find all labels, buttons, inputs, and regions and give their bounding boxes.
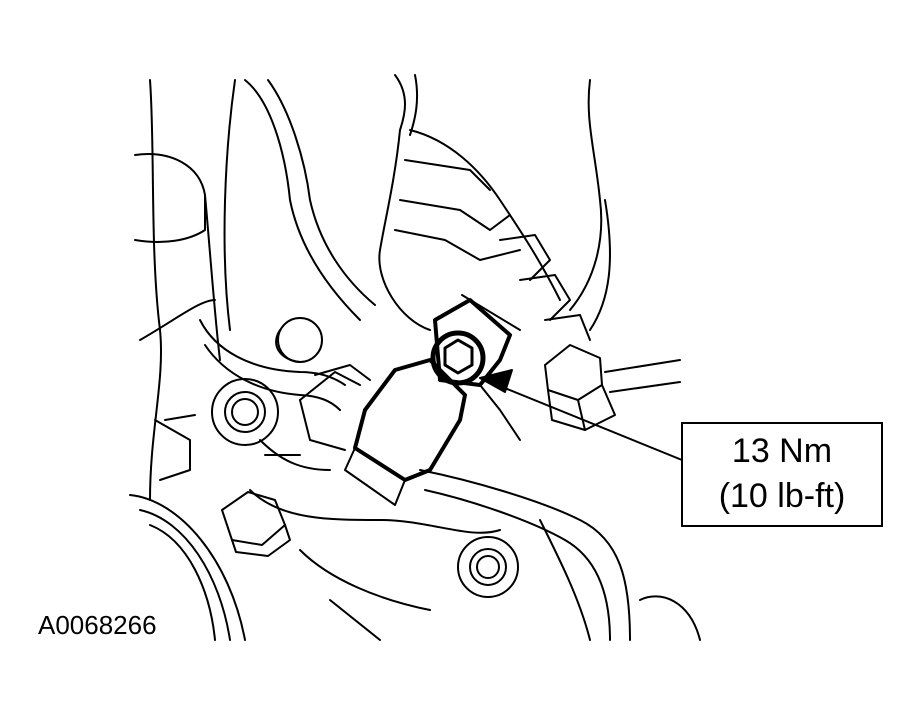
right-rod	[604, 359, 681, 393]
torque-callout: 13 Nm (10 lb-ft)	[681, 422, 883, 527]
timing-cover	[378, 74, 611, 341]
lower-hex-bolt	[221, 491, 291, 557]
coolant-tube	[199, 79, 376, 411]
lower-casting	[249, 439, 701, 641]
figure-id: A0068266	[38, 610, 157, 640]
threaded-boss-upper	[211, 378, 279, 446]
torque-value-lbft: (10 lb-ft)	[719, 477, 846, 515]
threaded-boss-lower	[457, 536, 519, 598]
callout-leader	[479, 369, 683, 461]
sensor-bracket	[433, 294, 521, 441]
engine-block-left	[134, 79, 236, 501]
pulley	[129, 494, 246, 641]
right-bolt	[544, 344, 616, 431]
sensor-body	[299, 358, 467, 506]
fitting	[275, 317, 323, 363]
sensor-bolt-icon	[430, 330, 486, 386]
torque-value-nm: 13 Nm	[732, 432, 832, 470]
